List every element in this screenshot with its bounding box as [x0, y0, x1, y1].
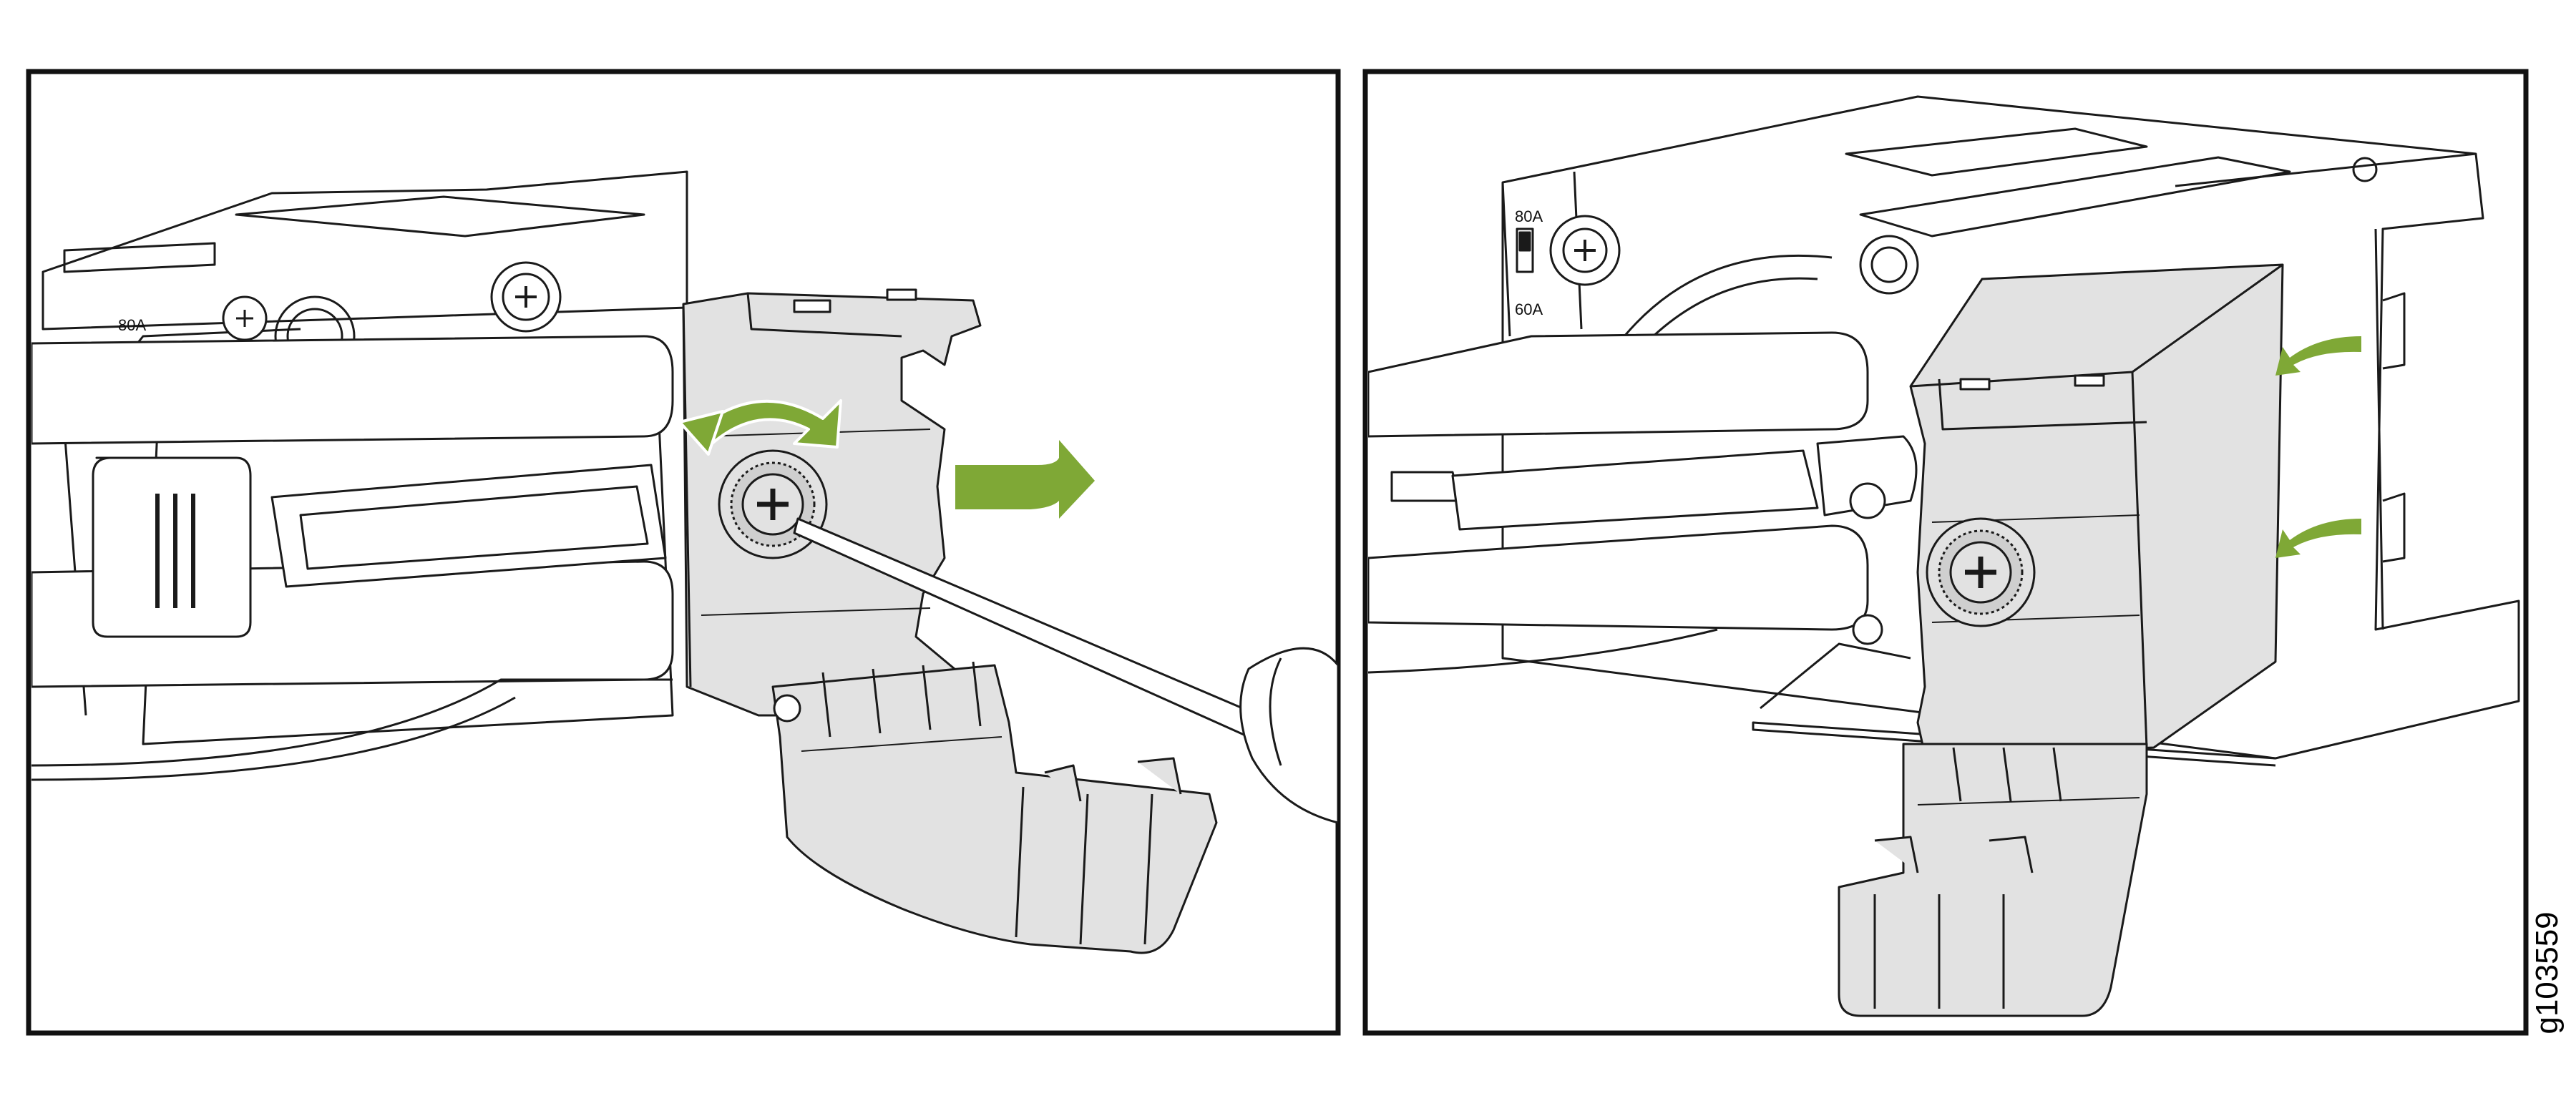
pull-out-arrow — [955, 440, 1095, 519]
figure-id-label: g103559 — [2519, 901, 2576, 1044]
rating-switch — [1516, 227, 1534, 273]
power-cables-right — [1368, 331, 1918, 674]
hinged-latch-closed — [1838, 743, 2148, 1017]
right-panel-reseat-cover: 80A 60A — [1362, 69, 2529, 1036]
insert-arrow-top — [2275, 336, 2361, 376]
hinged-latch — [771, 661, 1218, 954]
left-rating-label: 80A — [118, 316, 146, 334]
screwdriver — [793, 517, 1338, 824]
insert-arrow-bottom — [2275, 519, 2361, 558]
captive-screw-right — [1926, 517, 2036, 627]
captive-screw — [718, 449, 828, 559]
left-panel-loosen-screw: 80A — [26, 69, 1341, 1036]
cable-connector-plug — [92, 456, 667, 638]
fan-assembly — [1549, 215, 1919, 345]
rotate-counterclockwise-arrow — [678, 399, 842, 456]
chassis-thumbscrew — [222, 261, 562, 341]
right-rating-label-top: 80A — [1515, 207, 1543, 225]
figure-id-text: g103559 — [2529, 911, 2565, 1034]
right-rating-label-bottom: 60A — [1515, 300, 1543, 318]
cable-cover-installed — [1909, 263, 2284, 756]
